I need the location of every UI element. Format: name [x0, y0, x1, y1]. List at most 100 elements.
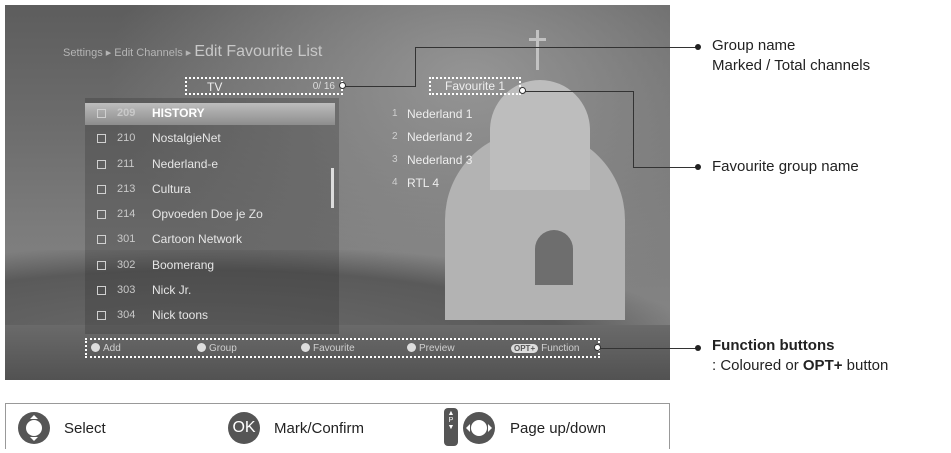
blue-button-icon: [407, 343, 416, 352]
checkbox-icon[interactable]: [97, 109, 106, 118]
annotation-function-prefix: : Coloured or: [712, 357, 803, 374]
channel-list-panel: [85, 98, 339, 334]
function-opt[interactable]: OPT+Function: [511, 343, 579, 354]
checkbox-icon[interactable]: [97, 210, 106, 220]
function-bar: Add Group Favourite Preview OPT+Function: [85, 338, 600, 358]
breadcrumb-settings: Settings: [63, 47, 103, 59]
channel-name: Nederland-e: [152, 156, 219, 171]
breadcrumb-edit-channels: Edit Channels: [114, 47, 183, 59]
checkbox-icon[interactable]: [97, 134, 106, 144]
legend-page-up-down: Page up/down: [510, 420, 606, 437]
annotation-marked-total: Marked / Total channels: [712, 57, 871, 74]
callout-end-func: [695, 345, 701, 351]
group-header[interactable]: TV 0/ 16: [185, 77, 343, 95]
favourite-group-header[interactable]: Favourite 1: [429, 77, 521, 95]
favourite-row[interactable]: 3 Nederland 3: [392, 151, 592, 174]
channel-name: Nick Jr.: [152, 283, 192, 298]
channel-number: 211: [117, 157, 135, 170]
channel-row[interactable]: 210 NostalgieNet: [85, 128, 335, 153]
dpad-icon: [18, 412, 50, 444]
function-add[interactable]: Add: [91, 343, 121, 354]
channel-number: 302: [117, 258, 136, 271]
channel-row[interactable]: 211 Nederland-e: [85, 154, 335, 179]
annotation-function: Function buttons : Coloured or OPT+ butt…: [712, 336, 888, 376]
opt-badge: OPT+: [511, 344, 539, 353]
channel-name: Nick toons: [152, 308, 209, 323]
checkbox-icon[interactable]: [97, 260, 106, 270]
channel-number: 214: [117, 208, 136, 221]
marked-total-count: 0/ 16: [312, 81, 335, 92]
channel-row[interactable]: 209 HISTORY: [85, 103, 335, 125]
channel-name: NostalgieNet: [152, 131, 221, 146]
red-button-icon: [91, 343, 100, 352]
favourite-row[interactable]: 2 Nederland 2: [392, 128, 592, 151]
arrow-left-right-icon: [463, 412, 495, 444]
ok-button-icon: OK: [228, 412, 260, 444]
favourite-number: 2: [392, 131, 398, 142]
favourite-row[interactable]: 4 RTL 4: [392, 174, 592, 197]
favourite-name: Nederland 2: [407, 130, 473, 144]
callout-line-group-a: [345, 86, 415, 87]
channel-name: Cultura: [152, 181, 191, 196]
checkbox-icon[interactable]: [97, 235, 106, 245]
breadcrumb: Settings▸Edit Channels▸Edit Favourite Li…: [63, 43, 323, 60]
channel-row[interactable]: 301 Cartoon Network: [85, 229, 335, 254]
checkbox-icon[interactable]: [97, 184, 106, 194]
channel-name: Boomerang: [152, 257, 215, 272]
favourite-number: 3: [392, 154, 398, 165]
callout-dot-group: [339, 82, 346, 89]
channel-name: Opvoeden Doe je Zo: [152, 207, 263, 222]
callout-line-func: [600, 348, 697, 349]
button-legend: Select OK Mark/Confirm ▲P▼ Page up/down: [5, 403, 670, 449]
checkbox-icon[interactable]: [97, 286, 106, 296]
channel-row[interactable]: 213 Cultura: [85, 179, 335, 204]
favourite-row[interactable]: 1 Nederland 1: [392, 105, 592, 128]
group-name: TV: [207, 80, 223, 94]
channel-row[interactable]: 214 Opvoeden Doe je Zo: [85, 204, 335, 229]
channel-name: HISTORY: [152, 106, 205, 120]
callout-line-group-b: [415, 47, 416, 87]
checkbox-icon[interactable]: [97, 311, 106, 321]
callout-dot-fav: [519, 87, 526, 94]
tv-screen: Settings▸Edit Channels▸Edit Favourite Li…: [5, 5, 670, 380]
function-favourite[interactable]: Favourite: [301, 343, 355, 354]
annotation-function-opt: OPT+: [802, 357, 843, 374]
annotation-favourite-group-name: Favourite group name: [712, 158, 859, 175]
scrollbar[interactable]: [331, 168, 334, 208]
checkbox-icon[interactable]: [97, 159, 106, 169]
function-group[interactable]: Group: [197, 343, 237, 354]
channel-number: 303: [117, 284, 136, 297]
favourite-name: Nederland 1: [407, 107, 473, 121]
channel-number: 210: [117, 132, 136, 145]
channel-row[interactable]: 302 Boomerang: [85, 255, 335, 280]
callout-line-fav-a: [525, 91, 633, 92]
yellow-button-icon: [301, 343, 310, 352]
annotation-group-name: Group name: [712, 37, 796, 54]
p-button-icon: ▲P▼: [444, 408, 458, 446]
favourite-number: 4: [392, 177, 398, 188]
callout-end-group: [695, 44, 701, 50]
green-button-icon: [197, 343, 206, 352]
favourite-number: 1: [392, 108, 398, 119]
callout-end-fav: [695, 164, 701, 170]
channel-number: 301: [117, 233, 136, 246]
channel-row[interactable]: 303 Nick Jr.: [85, 280, 335, 305]
callout-line-group-c: [415, 47, 698, 48]
callout-line-fav-b: [633, 91, 634, 167]
background-ground: [5, 325, 670, 380]
legend-select: Select: [64, 420, 106, 437]
annotation-function-buttons: Function buttons: [712, 337, 835, 354]
channel-number: 213: [117, 182, 136, 195]
callout-line-fav-c: [633, 167, 697, 168]
favourite-name: RTL 4: [407, 176, 440, 190]
annotation-function-suffix: button: [842, 357, 889, 374]
favourite-name: Nederland 3: [407, 153, 473, 167]
function-preview[interactable]: Preview: [407, 343, 455, 354]
channel-number: 209: [117, 107, 136, 119]
channel-name: Cartoon Network: [152, 232, 243, 247]
annotation-group: Group name Marked / Total channels: [712, 36, 870, 76]
page-title: Edit Favourite List: [194, 43, 323, 60]
